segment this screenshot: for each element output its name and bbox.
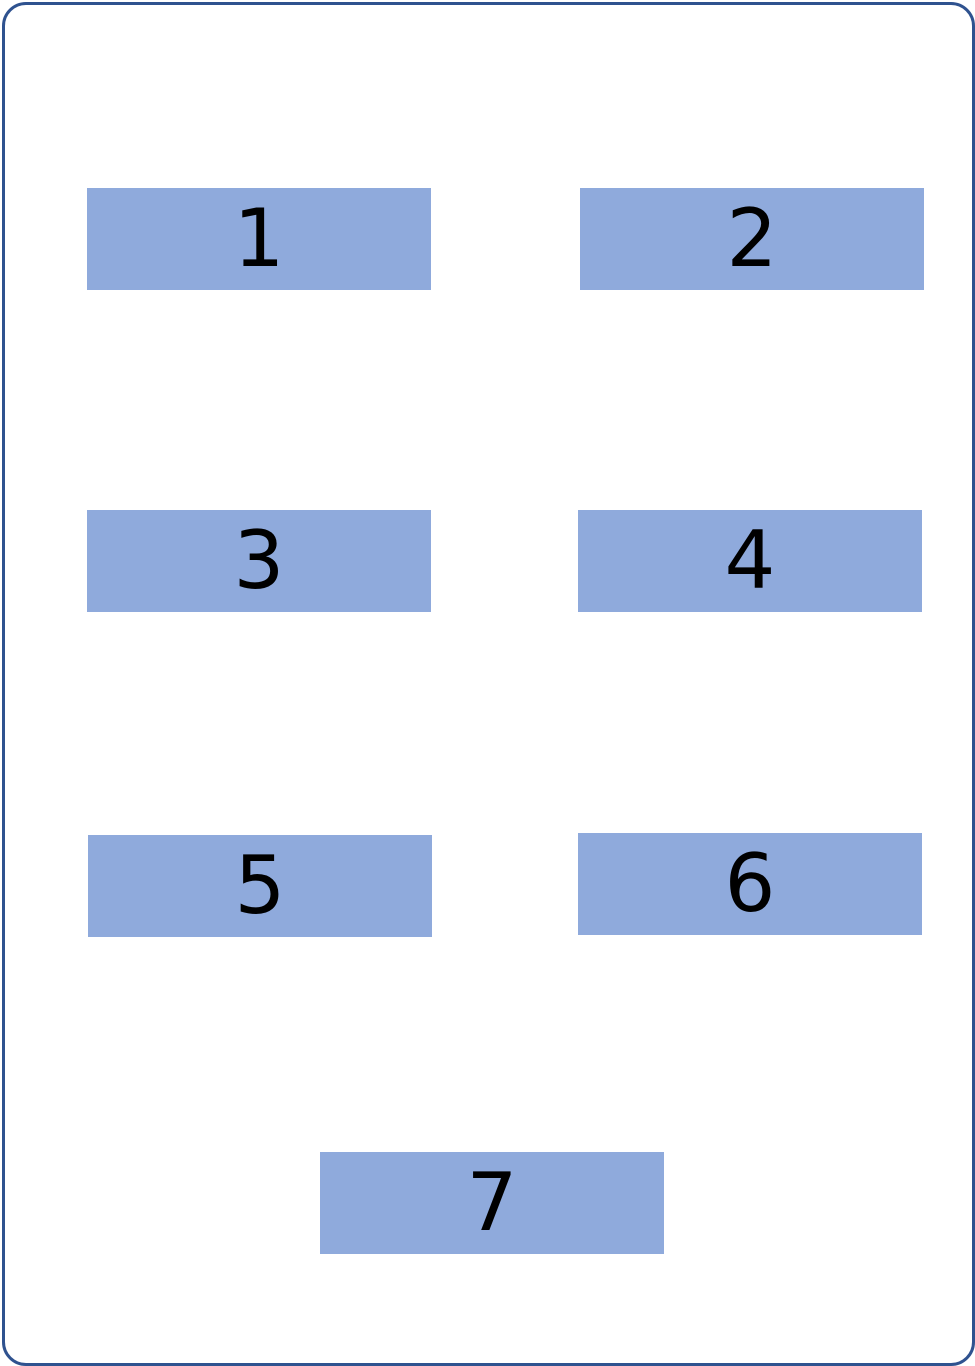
box-label: 5	[234, 839, 286, 932]
box-label: 6	[724, 837, 776, 930]
box-label: 1	[233, 192, 285, 285]
numbered-box-1: 1	[87, 188, 431, 290]
numbered-box-7: 7	[320, 1152, 664, 1254]
numbered-box-4: 4	[578, 510, 922, 612]
numbered-box-6: 6	[578, 833, 922, 935]
numbered-box-2: 2	[580, 188, 924, 290]
numbered-box-5: 5	[88, 835, 432, 937]
numbered-box-3: 3	[87, 510, 431, 612]
box-label: 3	[233, 514, 285, 607]
box-label: 7	[466, 1156, 518, 1249]
box-label: 2	[726, 192, 778, 285]
box-label: 4	[724, 514, 776, 607]
